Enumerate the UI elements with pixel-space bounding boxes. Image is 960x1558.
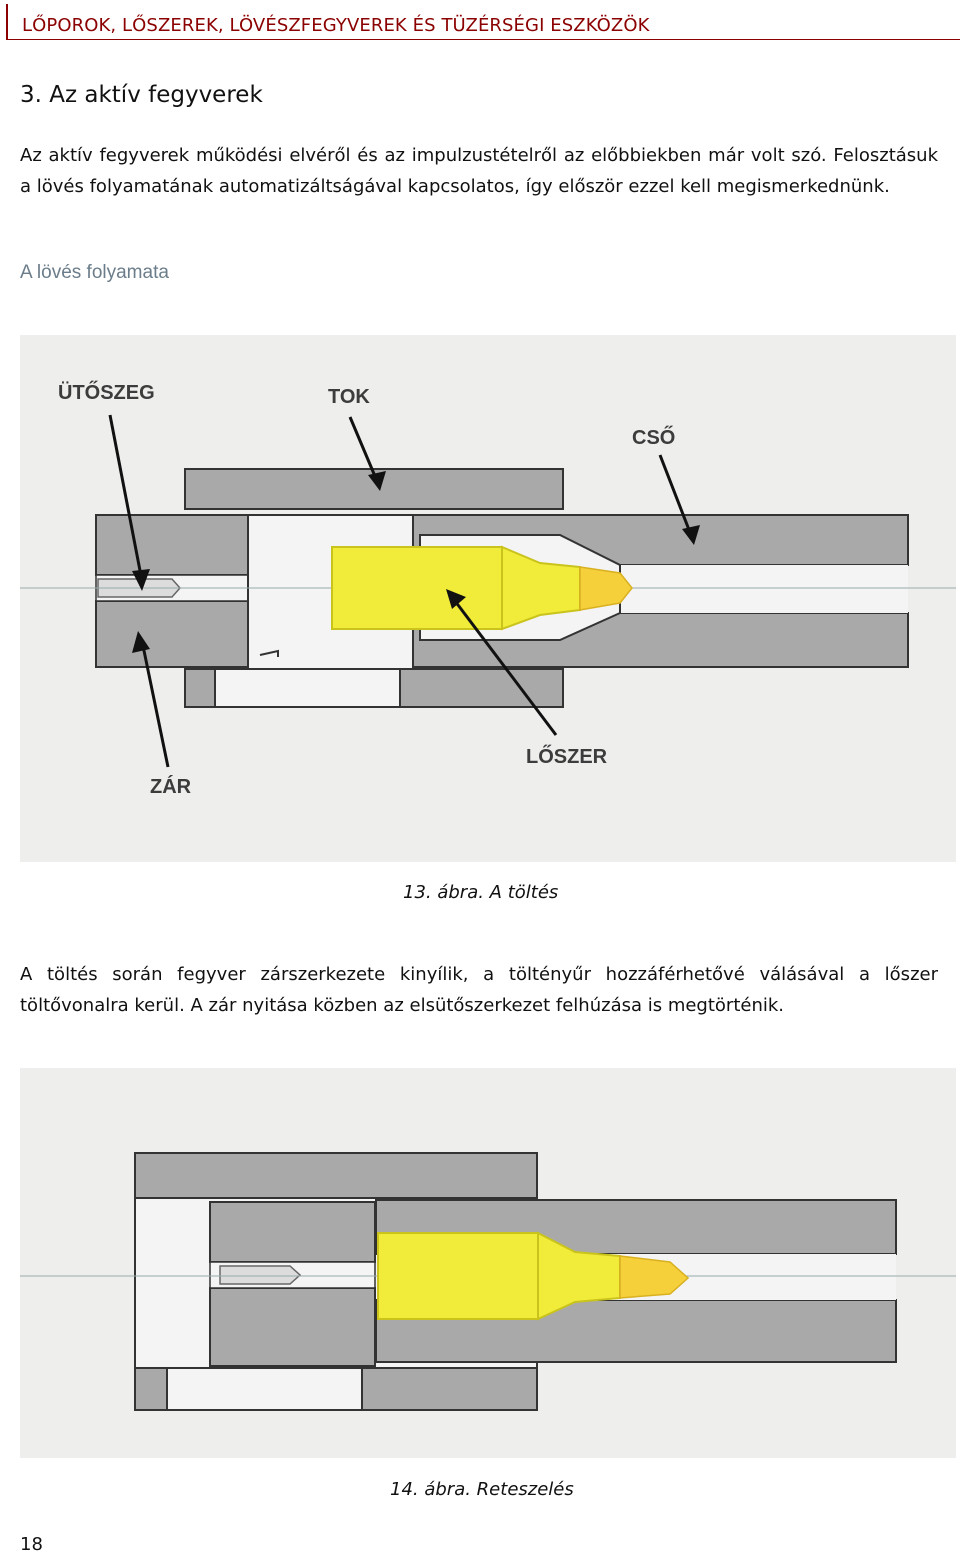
cartridge-case [331, 546, 503, 630]
bolt-lower [209, 1287, 376, 1367]
figure-loading-diagram: ÜTŐSZEG TOK CSŐ LŐSZER ZÁR [20, 335, 956, 862]
label-barrel: CSŐ [632, 426, 675, 449]
label-firing-pin: ÜTŐSZEG [58, 381, 155, 404]
cartridge-bullet [619, 1255, 690, 1299]
receiver-bottom-right [361, 1367, 538, 1411]
figure-locking-diagram [20, 1068, 956, 1458]
bolt-upper [95, 514, 249, 576]
page-number: 18 [20, 1534, 43, 1555]
firing-pin [219, 1265, 302, 1285]
label-bolt: ZÁR [150, 775, 192, 798]
cartridge-bullet [579, 566, 633, 611]
receiver-bottom-right [399, 668, 564, 708]
chapter-title: 3. Az aktív fegyverek [20, 82, 263, 108]
barrel-bore [620, 565, 908, 613]
figure-13-caption: 13. ábra. A töltés [403, 882, 559, 903]
running-header-title: LŐPOROK, LŐSZEREK, LÖVÉSZFEGYVEREK ÉS TÜ… [22, 15, 650, 36]
running-header: LŐPOROK, LŐSZEREK, LÖVÉSZFEGYVEREK ÉS TÜ… [6, 4, 960, 40]
bolt-upper [209, 1201, 376, 1263]
cartridge-case [377, 1232, 539, 1320]
intro-paragraph: Az aktív fegyverek működési elvéről és a… [20, 145, 938, 197]
figure-14-caption: 14. ábra. Reteszelés [390, 1479, 574, 1500]
loading-paragraph: A töltés során fegyver zárszerkezete kin… [20, 964, 938, 1016]
bolt-lower [95, 600, 249, 668]
receiver-top-bar [134, 1152, 538, 1199]
section-heading: A lövés folyamata [20, 262, 169, 283]
receiver-bottom-mid [214, 668, 401, 708]
label-cartridge: LŐSZER [526, 745, 608, 768]
label-receiver: TOK [328, 386, 370, 408]
receiver-bottom-left [184, 668, 216, 708]
receiver-bottom-left [134, 1367, 168, 1411]
receiver-bottom-mid [166, 1367, 363, 1411]
